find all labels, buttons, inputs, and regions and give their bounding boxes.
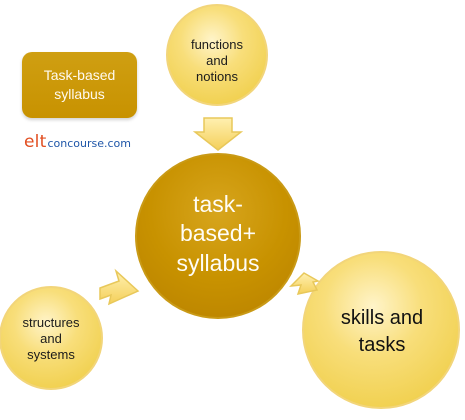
top-bubble-label: functions and notions [190,36,244,85]
center-bubble-label: task- based+ syllabus [176,190,260,276]
right-arrow-icon [99,268,140,306]
title-box: Task-based syllabus [22,52,137,118]
left-bubble-label: structures and systems [22,314,80,363]
down-arrow-icon [192,117,244,151]
brand-logo: elt concourse.com [24,132,131,152]
brand-main-text: elt [24,132,47,152]
right-bubble-label: skills and tasks [340,307,424,356]
brand-domain-text: concourse.com [47,137,131,150]
